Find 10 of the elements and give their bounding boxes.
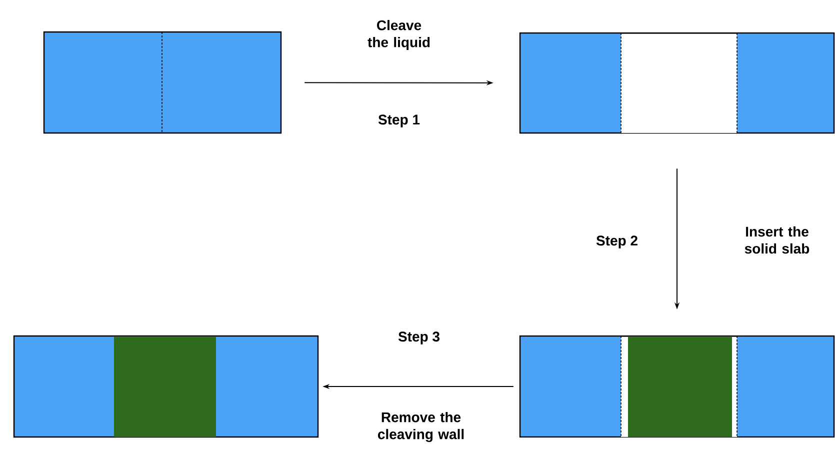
description-text: Cleave the liquid [368, 20, 430, 50]
step-label: Step 1 [378, 114, 420, 128]
liquid-box-drawing [13, 335, 319, 438]
liquid-box-drawing [43, 31, 282, 134]
step-label: Step 3 [398, 332, 440, 344]
liquid-box-drawing [519, 335, 835, 438]
description-text: Insert the solid slab [744, 226, 810, 254]
step-label: Step 2 [596, 236, 638, 248]
liquid-box-drawing [519, 32, 835, 134]
description-text: Remove the cleaving wall [378, 412, 464, 442]
